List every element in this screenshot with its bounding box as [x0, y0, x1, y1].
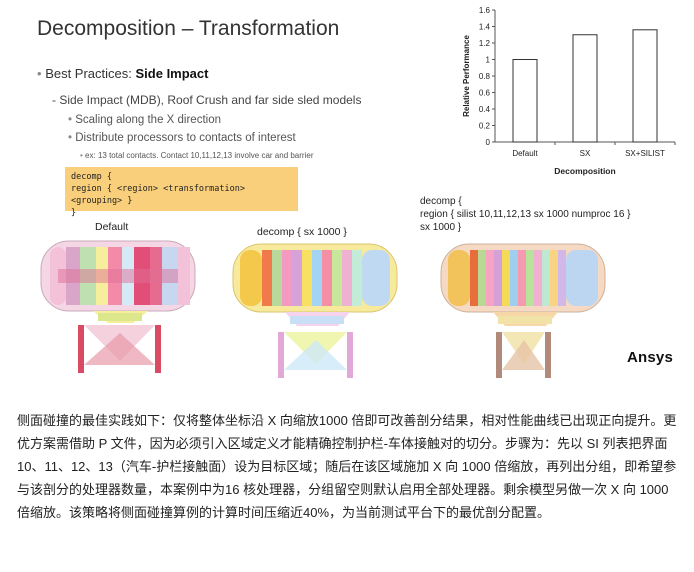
- y-tick-label: 1.2: [479, 39, 491, 48]
- y-tick-label: 0.2: [479, 122, 491, 131]
- y-tick-label: 1.6: [479, 6, 491, 15]
- bullet-icon: •: [68, 132, 73, 144]
- x-tick-label: SX+SILIST: [625, 149, 665, 158]
- sub-bullet-3-text: Distribute processors to contacts of int…: [75, 132, 296, 144]
- sub-bullet-3: • Distribute processors to contacts of i…: [68, 132, 296, 144]
- code-line: region { silist 10,11,12,13 sx 1000 nump…: [420, 209, 631, 220]
- bar: [632, 29, 658, 143]
- bullet-icon: •: [37, 66, 42, 81]
- bullet-icon: •: [68, 114, 73, 126]
- code-line: decomp {: [71, 172, 112, 182]
- label-sx: decomp { sx 1000 }: [257, 226, 347, 238]
- x-tick-label: SX: [580, 149, 591, 158]
- car-model-sx: [232, 243, 398, 378]
- sub-bullet-1: - Side Impact (MDB), Roof Crush and far …: [52, 93, 362, 107]
- best-practices-heading: • Best Practices: Side Impact: [37, 66, 208, 81]
- car-model-silist: [440, 243, 606, 378]
- best-practices-bold: Side Impact: [135, 66, 209, 81]
- caption-paragraph: 侧面碰撞的最佳实践如下：仅将整体坐标沿 X 向缩放1000 倍即可改善剖分结果，…: [17, 413, 677, 520]
- sub-bullet-4-text: ex: 13 total contacts. Contact 10,11,12,…: [85, 151, 314, 160]
- code-line: sx 1000 }: [420, 222, 462, 233]
- y-tick-label: 0.6: [479, 89, 491, 98]
- bullet-icon: •: [80, 151, 83, 160]
- code-box-generic: decomp { region { <region> <transformati…: [65, 167, 298, 218]
- x-axis-label: Decomposition: [554, 166, 615, 176]
- best-practices-prefix: Best Practices:: [45, 66, 136, 81]
- x-tick-label: Default: [512, 149, 538, 158]
- code-line: decomp {: [420, 196, 462, 207]
- ansys-logo: Ansys: [627, 349, 674, 366]
- bar: [572, 34, 598, 143]
- y-tick-label: 1: [486, 56, 491, 65]
- sub-bullet-2: • Scaling along the X direction: [68, 114, 221, 126]
- code-block-silist: decomp { region { silist 10,11,12,13 sx …: [420, 195, 631, 234]
- y-tick-label: 0: [486, 138, 491, 147]
- bar: [512, 59, 538, 143]
- code-line: }: [71, 208, 77, 218]
- y-axis-label: Relative Performance: [462, 35, 471, 117]
- y-tick-label: 0.8: [479, 72, 491, 81]
- slide-title: Decomposition – Transformation: [37, 17, 340, 40]
- sub-bullet-4: • ex: 13 total contacts. Contact 10,11,1…: [80, 151, 313, 160]
- chart-bars: [512, 29, 658, 143]
- y-tick-label: 0.4: [479, 105, 491, 114]
- y-tick-label: 1.4: [479, 23, 491, 32]
- label-default: Default: [95, 221, 129, 233]
- sub-bullet-2-text: Scaling along the X direction: [75, 114, 221, 126]
- code-line: region { <region> <transformation> <grou…: [71, 184, 245, 206]
- car-model-default: [40, 240, 196, 373]
